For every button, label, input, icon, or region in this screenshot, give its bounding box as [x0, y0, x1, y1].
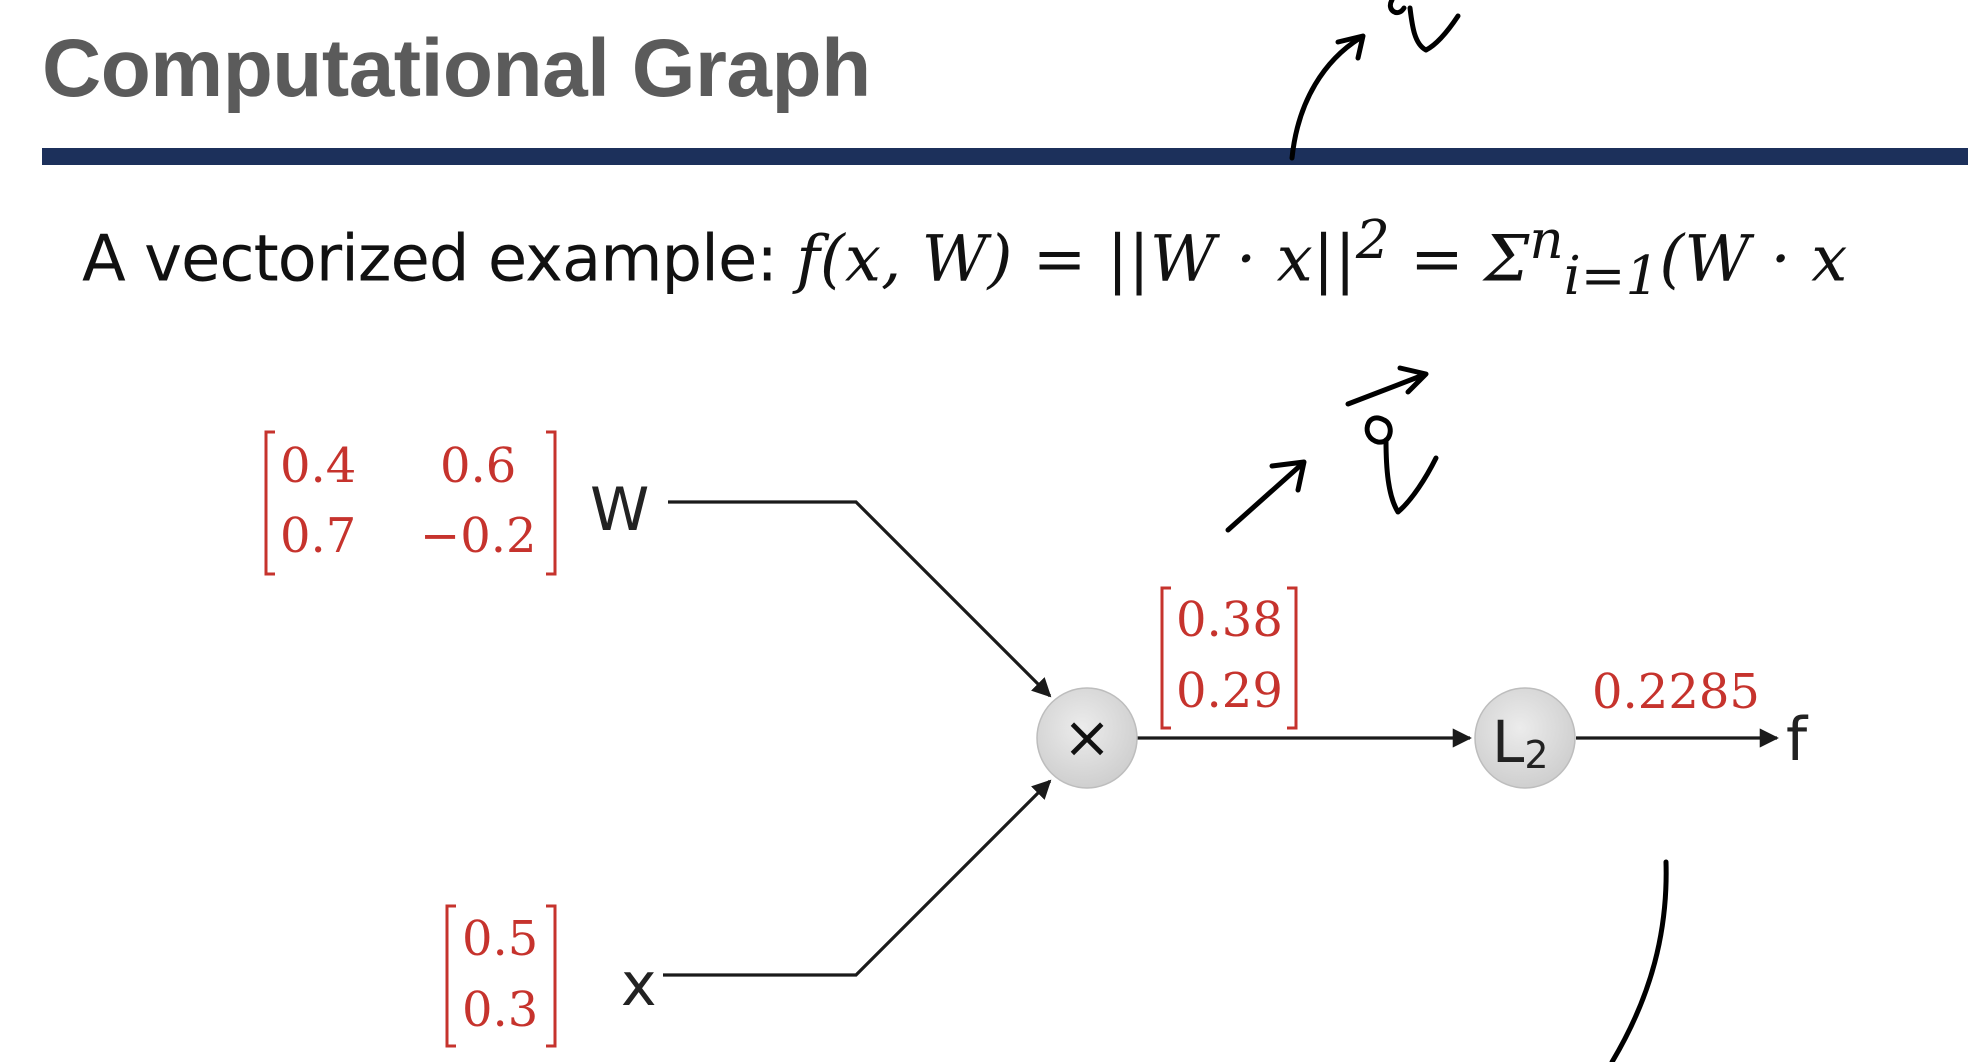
multiply-node: ×: [1036, 687, 1138, 789]
edge-x-to-multiply: [663, 779, 1052, 977]
equation-norm-exponent: 2: [1355, 208, 1390, 271]
ink-arrow-top-shaft: [1289, 35, 1363, 161]
x-input-label: x: [621, 950, 657, 1020]
w-matrix: 0.4 0.6 0.7 −0.2: [264, 430, 557, 576]
ink-q-mid-tail: [1383, 437, 1439, 515]
equation-sum: = Σ: [1410, 222, 1530, 297]
equation-sum-upper: n: [1529, 208, 1564, 271]
multiply-icon: ×: [1063, 703, 1112, 771]
equation-norm: = ||W · x||: [1032, 222, 1356, 297]
ink-arrow-top-head: [1335, 33, 1366, 61]
l2-node-letter: L: [1492, 708, 1524, 776]
ink-arrow-mid-shaft: [1225, 461, 1305, 533]
equation: A vectorized example: f(x, W) = ||W · x|…: [82, 208, 1847, 307]
x-vector-left-bracket: [445, 904, 456, 1048]
slide-title: Computational Graph: [42, 23, 871, 114]
x-vector-cell: 0.3: [462, 982, 538, 1038]
l2-node-symbol: L2: [1492, 708, 1549, 777]
ink-q-top-tail: [1407, 5, 1461, 53]
title-divider: [42, 148, 1968, 165]
l2-node-subscript: 2: [1524, 733, 1548, 777]
intermediate-vector-cell: 0.38: [1176, 592, 1283, 648]
equation-lhs: f(x, W): [796, 222, 1013, 297]
intermediate-right-bracket: [1287, 586, 1298, 730]
output-value: 0.2285: [1592, 664, 1760, 720]
handwritten-annotations: [1225, 0, 1669, 1062]
w-matrix-cell: −0.2: [420, 508, 537, 564]
x-vector: 0.5 0.3: [445, 904, 557, 1048]
equation-sum-body: (W · x: [1659, 222, 1848, 297]
w-matrix-cell: 0.7: [280, 508, 356, 564]
intermediate-left-bracket: [1160, 586, 1171, 730]
w-input-label: W: [590, 475, 649, 545]
intermediate-vector-cell: 0.29: [1176, 663, 1283, 719]
ink-q-top-loop: [1388, 0, 1407, 15]
ink-vector-arrow: [1345, 365, 1429, 407]
ink-arrow-mid-head: [1269, 459, 1307, 493]
w-matrix-left-bracket: [264, 430, 275, 576]
l2-node: L2: [1474, 687, 1576, 789]
output-label: f: [1786, 705, 1809, 775]
equation-label: A vectorized example:: [82, 222, 797, 297]
ink-curve-bottom-right: [1609, 859, 1669, 1062]
equation-sum-lower: i=1: [1563, 244, 1660, 308]
w-matrix-cell: 0.4: [280, 438, 356, 494]
ink-q-mid-loop: [1364, 415, 1393, 445]
intermediate-vector: 0.38 0.29: [1160, 586, 1298, 730]
edge-w-to-multiply: [668, 500, 1052, 698]
x-vector-right-bracket: [546, 904, 557, 1048]
w-matrix-cell: 0.6: [440, 438, 516, 494]
x-vector-cell: 0.5: [462, 911, 538, 967]
w-matrix-right-bracket: [546, 430, 557, 576]
